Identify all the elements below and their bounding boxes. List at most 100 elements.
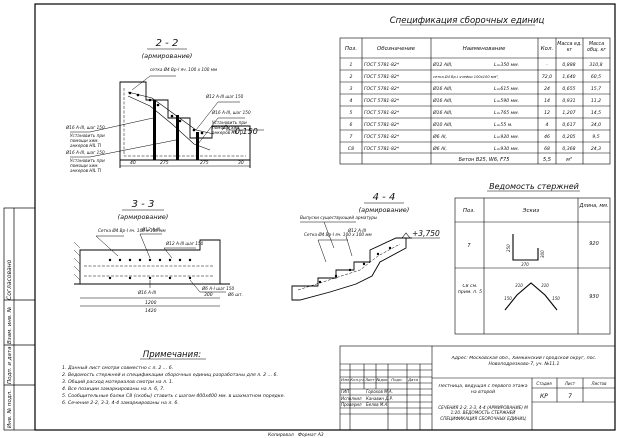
spec-cell: 6 (350, 122, 353, 128)
spec-cell: Ø12 AIII, (432, 61, 453, 68)
spec-header-qty: Кол. (541, 46, 554, 52)
section33-leaders (95, 233, 226, 293)
section33-rebar12-label: Ø12 A-III (141, 227, 161, 232)
section33-mesh-label: Сетка Ø4 Вр-I яч. 100 х 100 мм (98, 228, 166, 233)
section22-subtitle: (армирование) (142, 52, 193, 60)
bars-row-pos-c8: С8 см. прим. п. 5 (457, 284, 483, 295)
stamp-sheet-title: СЕЧЕНИЯ 2-2, 3-3, 4-4 (АРМИРОВАНИЕ) М 1:… (438, 405, 528, 421)
section44-callout: Выпуски существующей арматуры (300, 215, 378, 220)
section33-rebar6-count-label: Ø6 шт. (227, 292, 243, 297)
section22-anchor-note-3: Установить при помощи хим. анкеров HIL T… (212, 120, 247, 135)
spec-cell: L=590 мм. (494, 98, 519, 104)
note-item: 5. Сообщительные балки С8 (скобы) ставит… (62, 393, 285, 399)
section22-dim-0: 40 (130, 160, 136, 166)
stamp-name-chief: Горохов М.А. (366, 389, 393, 394)
stamp-role-chief: ГИП (341, 389, 349, 394)
spec-cell: L=920 мм. (494, 134, 519, 140)
spec-cell: ГОСТ 5781-82* (364, 110, 400, 116)
section22-rebar-dots (128, 91, 204, 160)
spec-cell: 3 (350, 86, 353, 92)
spec-cell: 310,8 (589, 62, 602, 68)
spec-cell: Ø16 AIII, (432, 85, 453, 92)
spec-cell: 14,5 (591, 110, 601, 116)
bar-c8-sketch (504, 282, 558, 311)
spec-cell: 24 (544, 86, 550, 92)
spec-cell: С8 (348, 146, 354, 152)
spec-cell: 9,5 (592, 134, 599, 140)
spec-cell: ГОСТ 5781-82* (364, 74, 400, 80)
bars-header-sketch: Эскиз (522, 208, 540, 214)
spec-cell: 1 (350, 62, 353, 68)
spec-cell: 0,888 (562, 62, 575, 68)
spec-cell: Ø16 AIII, (432, 109, 453, 116)
stamp-name-author: Канавин Д.Р. (366, 396, 393, 401)
section44-concrete (291, 237, 412, 301)
spec-cell: L=55 м. (494, 122, 513, 128)
spec-cell: ГОСТ 5781-82* (364, 98, 400, 104)
section33-rebar12-step-label: Ø12 A-III шаг 150 (165, 241, 204, 246)
notes-title: Примечания: (143, 350, 201, 360)
spec-cell: L=765 мм. (494, 110, 519, 116)
title-block-grid (339, 345, 616, 431)
bars-header-length: Длина, мм. (579, 203, 609, 209)
spec-cell: L=930 мм. (494, 146, 519, 152)
side-stamp-agreed: Согласовано (6, 259, 13, 300)
note-item: 2. Ведомость стержней и спецификации сбо… (62, 372, 278, 378)
stamp-copied: Копировал (268, 432, 294, 438)
spec-cell: 14 (544, 98, 550, 104)
stamp-role-author: Исполнил (341, 396, 362, 401)
section44-level: +3,750 (412, 229, 440, 238)
stamp-name-checker: Белов М.А. (366, 402, 389, 407)
spec-cell: 4 (350, 98, 353, 104)
spec-cell: 11,2 (591, 98, 601, 104)
section33-hatch (73, 241, 81, 281)
section33-dim-0: 300 (204, 292, 213, 298)
section33-dimlines (80, 297, 220, 307)
stamp-stage: КР (540, 393, 548, 400)
section33-concrete (74, 239, 230, 285)
section44-rebar-dots (318, 246, 392, 284)
spec-header-total-mass: Масса общ. кг (587, 42, 606, 53)
spec-cell: ГОСТ 5781-82* (364, 134, 400, 140)
stamp-sheets-header: Листов (591, 381, 608, 386)
spec-cell: 68 (544, 146, 550, 152)
spec-table-grid (339, 37, 611, 165)
bar-7-dim-c: 300 (540, 250, 545, 258)
spec-cell: ГОСТ 5781-82* (364, 86, 400, 92)
section44-mesh-label: Сетка Ø4 Вр-I яч. 100 х 100 мм (304, 232, 372, 237)
spec-header-name: Наименование (463, 46, 506, 52)
bar-c8-dim-a: 150 (504, 296, 512, 301)
spec-cell: 15,7 (591, 86, 601, 92)
spec-cell: 1,640 (562, 74, 575, 80)
side-stamp-sign: Подп. и дата (7, 346, 13, 384)
section22-level: -0,150 (232, 127, 258, 136)
spec-cell: ГОСТ 5781-82* (364, 62, 400, 68)
section33-rebar-dots (108, 258, 192, 280)
section22-level-mark (221, 124, 264, 131)
section44-rebar12-label: Ø12 A-III (347, 228, 367, 233)
stamp-col-count: Кол.уч (350, 377, 364, 382)
section33-title: 3 - 3 (132, 199, 155, 210)
spec-cell: сетка Ø4 Вр-I ячейки 100х100 мм², (433, 74, 499, 79)
spec-cell: 60,5 (591, 74, 601, 80)
bars-table-grid (454, 197, 611, 335)
bar-c8-dim-b: 310 (515, 283, 523, 288)
section22-leaders (70, 75, 245, 158)
bar-c8-dim-c: 310 (541, 283, 549, 288)
bar-7-sketch (512, 234, 539, 261)
section22-anchor-note-2: Установить при помощи хим. анкеров HIL T… (70, 158, 105, 173)
bars-row-length-c8: 930 (589, 294, 599, 300)
section22-title: 2 - 2 (156, 38, 179, 49)
spec-title: Спецификация сборочных единиц (390, 16, 545, 26)
section44-title: 4 - 4 (373, 192, 396, 203)
spec-cell: 0,368 (562, 146, 575, 152)
bar-7-dim-a: 250 (506, 244, 511, 252)
side-stamp-inv: Инв. № подл. (7, 390, 13, 428)
spec-cell: L=350 мм. (494, 62, 519, 68)
note-item: 6. Сечения 2-2, 3-3, 4-4 замаркированы н… (62, 400, 179, 406)
spec-cell: ГОСТ 5781-82* (364, 146, 400, 152)
note-item: 1. Данный лист смотри совместно с л. 2 .… (62, 365, 173, 371)
section44-level-mark (401, 232, 440, 239)
